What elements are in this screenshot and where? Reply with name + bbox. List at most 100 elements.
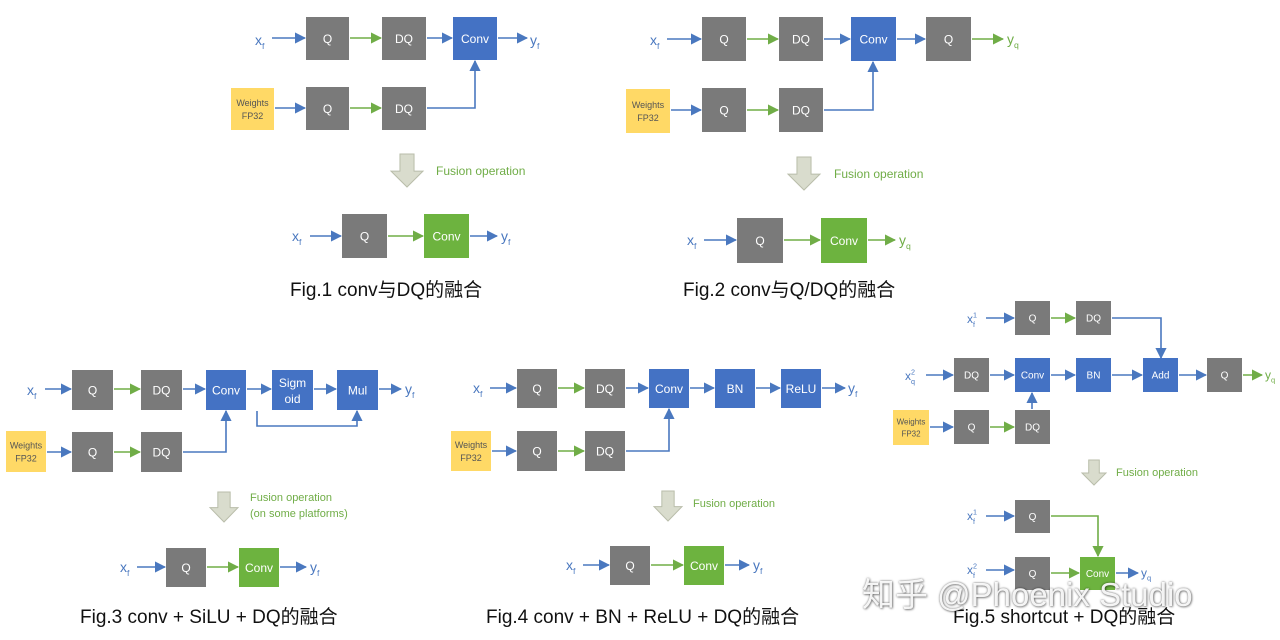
f3-xf-res-sub: f [127,568,130,578]
f5-add: Add [1143,358,1178,392]
f1-q-res-label: Q [360,229,369,243]
f3-conv-label: Conv [212,383,240,397]
f4-weights-label-2: FP32 [460,453,482,463]
f3-xf-top-letter: x [27,382,34,398]
f1-dq-top: DQ [382,17,426,60]
f5-weights-label-2: FP32 [901,430,921,439]
f1-xf-res-sub: f [299,237,302,247]
f2-q-res-label: Q [755,234,764,248]
f2-yq-res: yq [899,232,911,251]
f2-xf-res-sub: f [694,241,697,251]
f5-y-res-letter: y [1141,566,1147,580]
f5-arrow-14 [1051,515,1104,558]
f1-xf-top-sub: f [262,41,265,51]
f5-x2-res-letter: x [967,563,973,577]
f5-dq-1-label: DQ [1086,314,1101,325]
f2-fusion-label: Fusion operation [834,167,923,181]
f5-q-w-label: Q [968,423,976,434]
f2-xf-top-sub: f [657,41,660,51]
f3-q-top: Q [72,370,113,410]
f1-q-top-label: Q [323,32,332,46]
f1-dq-top-label: DQ [395,32,413,46]
f4-q-bot-label: Q [532,444,541,458]
f3-sigmoid-label-1: Sigm [279,376,306,390]
f2-dq-bot: DQ [779,88,823,132]
f5-weights-label-1: Weights [897,418,926,427]
f5-conv-res-label: Conv [1086,569,1109,580]
f4-xf-res: xf [566,557,576,576]
f3-yf-top: yf [405,381,415,400]
f2-weights-label-2: FP32 [637,113,659,123]
f3-yf-res: yf [310,559,320,578]
f3-mul: Mul [337,370,378,410]
f3-q-bot-label: Q [88,445,97,459]
f3-xf-top: xf [27,382,37,401]
f2-q-top-label: Q [719,32,728,46]
watermark: 知乎 @Phoenix Studio [862,576,1193,613]
f3-yf-top-sub: f [412,390,415,400]
f5-dq-w: DQ [1015,410,1050,444]
f3-q-res: Q [166,548,206,587]
f4-dq-top: DQ [585,369,625,408]
f1-weights-label-1: Weights [236,98,269,108]
f1-xf-top-letter: x [255,32,262,48]
f2-xf-top-letter: x [650,32,657,48]
f4-q-top-label: Q [532,382,541,396]
fig2-caption: Fig.2 conv与Q/DQ的融合 [683,280,896,301]
f2-yq-top: yq [1007,31,1019,50]
f3-conv-res: Conv [239,548,279,587]
f5-yq-top-sub: q [1271,376,1275,385]
f2-q-out: Q [926,17,971,61]
f1-yf-top-letter: y [530,32,537,48]
f3-yf-res-letter: y [310,559,317,575]
f1-conv-res: Conv [424,214,469,258]
f3-conv: Conv [206,370,246,410]
f3-dq-bot: DQ [141,432,182,472]
f2-arrow-8 [824,60,879,111]
f5-q-1-label: Q [1029,314,1037,325]
f3-xf-top-sub: f [34,391,37,401]
f2-conv-top: Conv [851,17,896,61]
f2-conv-top-label: Conv [859,32,887,46]
f5-q-res-1-label: Q [1029,512,1037,523]
f1-q-res: Q [342,214,387,258]
f2-q-out-label: Q [944,32,953,46]
f4-q-bot: Q [517,431,557,471]
f5-q-out-label: Q [1221,371,1229,382]
f1-yf-res-letter: y [501,228,508,244]
f3-weights-label-2: FP32 [15,454,37,464]
f4-relu: ReLU [781,369,821,408]
f5-q-out: Q [1207,358,1242,392]
f2-yq-res-sub: q [906,241,911,251]
f3-sigmoid: Sigm oid [272,370,313,410]
f4-conv-label: Conv [655,382,683,396]
f5-conv-label: Conv [1021,371,1044,382]
f3-arrow-7 [256,409,363,427]
f4-conv-res: Conv [684,546,724,585]
f3-q-top-label: Q [88,383,97,397]
f1-conv-res-label: Conv [432,229,460,243]
f4-yf-top-sub: f [855,389,858,399]
f4-fusion-arrow-icon [652,490,684,522]
f5-dq-2: DQ [954,358,989,392]
f2-conv-res-label: Conv [830,234,858,248]
f5-dq-1: DQ [1076,301,1111,335]
f1-yf-top: yf [530,32,540,51]
f4-yf-top-letter: y [848,380,855,396]
f3-sigmoid-label-2: oid [284,392,300,406]
f1-arrow-7 [427,59,481,109]
f2-dq-top: DQ [779,17,823,61]
f5-bn-label: BN [1087,371,1101,382]
f5-q-1: Q [1015,301,1050,335]
f5-x1-top-sub: f [973,320,975,329]
f3-fusion-note: (on some platforms) [250,508,348,520]
f1-fusion-arrow-icon [389,153,425,188]
f3-yf-res-sub: f [317,568,320,578]
f2-conv-res: Conv [821,218,867,263]
f1-yf-top-sub: f [537,41,540,51]
